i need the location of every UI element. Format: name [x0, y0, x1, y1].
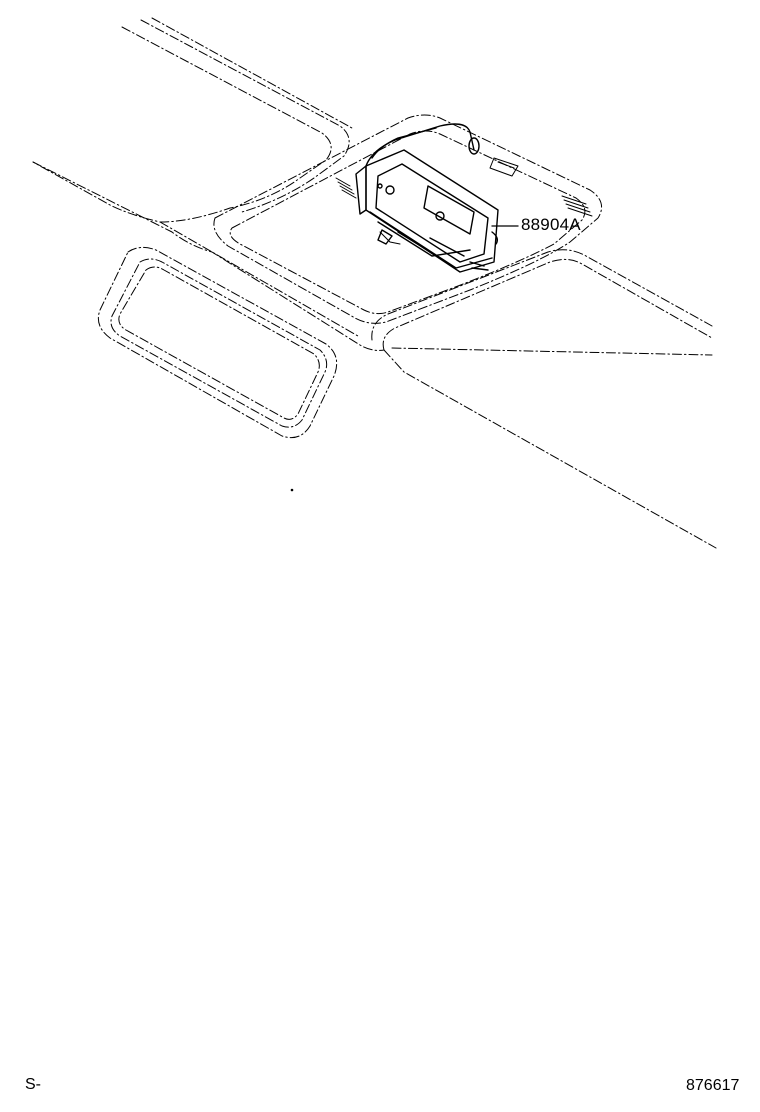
lamp-lens-outline [97, 246, 338, 439]
section-code: S- [25, 1076, 41, 1093]
recess-details [335, 157, 593, 245]
roof-panel-left-outline [32, 17, 353, 223]
roof-crossmember-line [32, 161, 385, 351]
illustration-number: 876617 [686, 1077, 740, 1094]
roof-panel-right-outline [371, 249, 717, 549]
part-number-callout-88904A: 88904A [521, 215, 581, 234]
stray-mark [290, 488, 294, 492]
console-recess-outline [213, 114, 603, 324]
console-module-88904A [355, 123, 499, 273]
